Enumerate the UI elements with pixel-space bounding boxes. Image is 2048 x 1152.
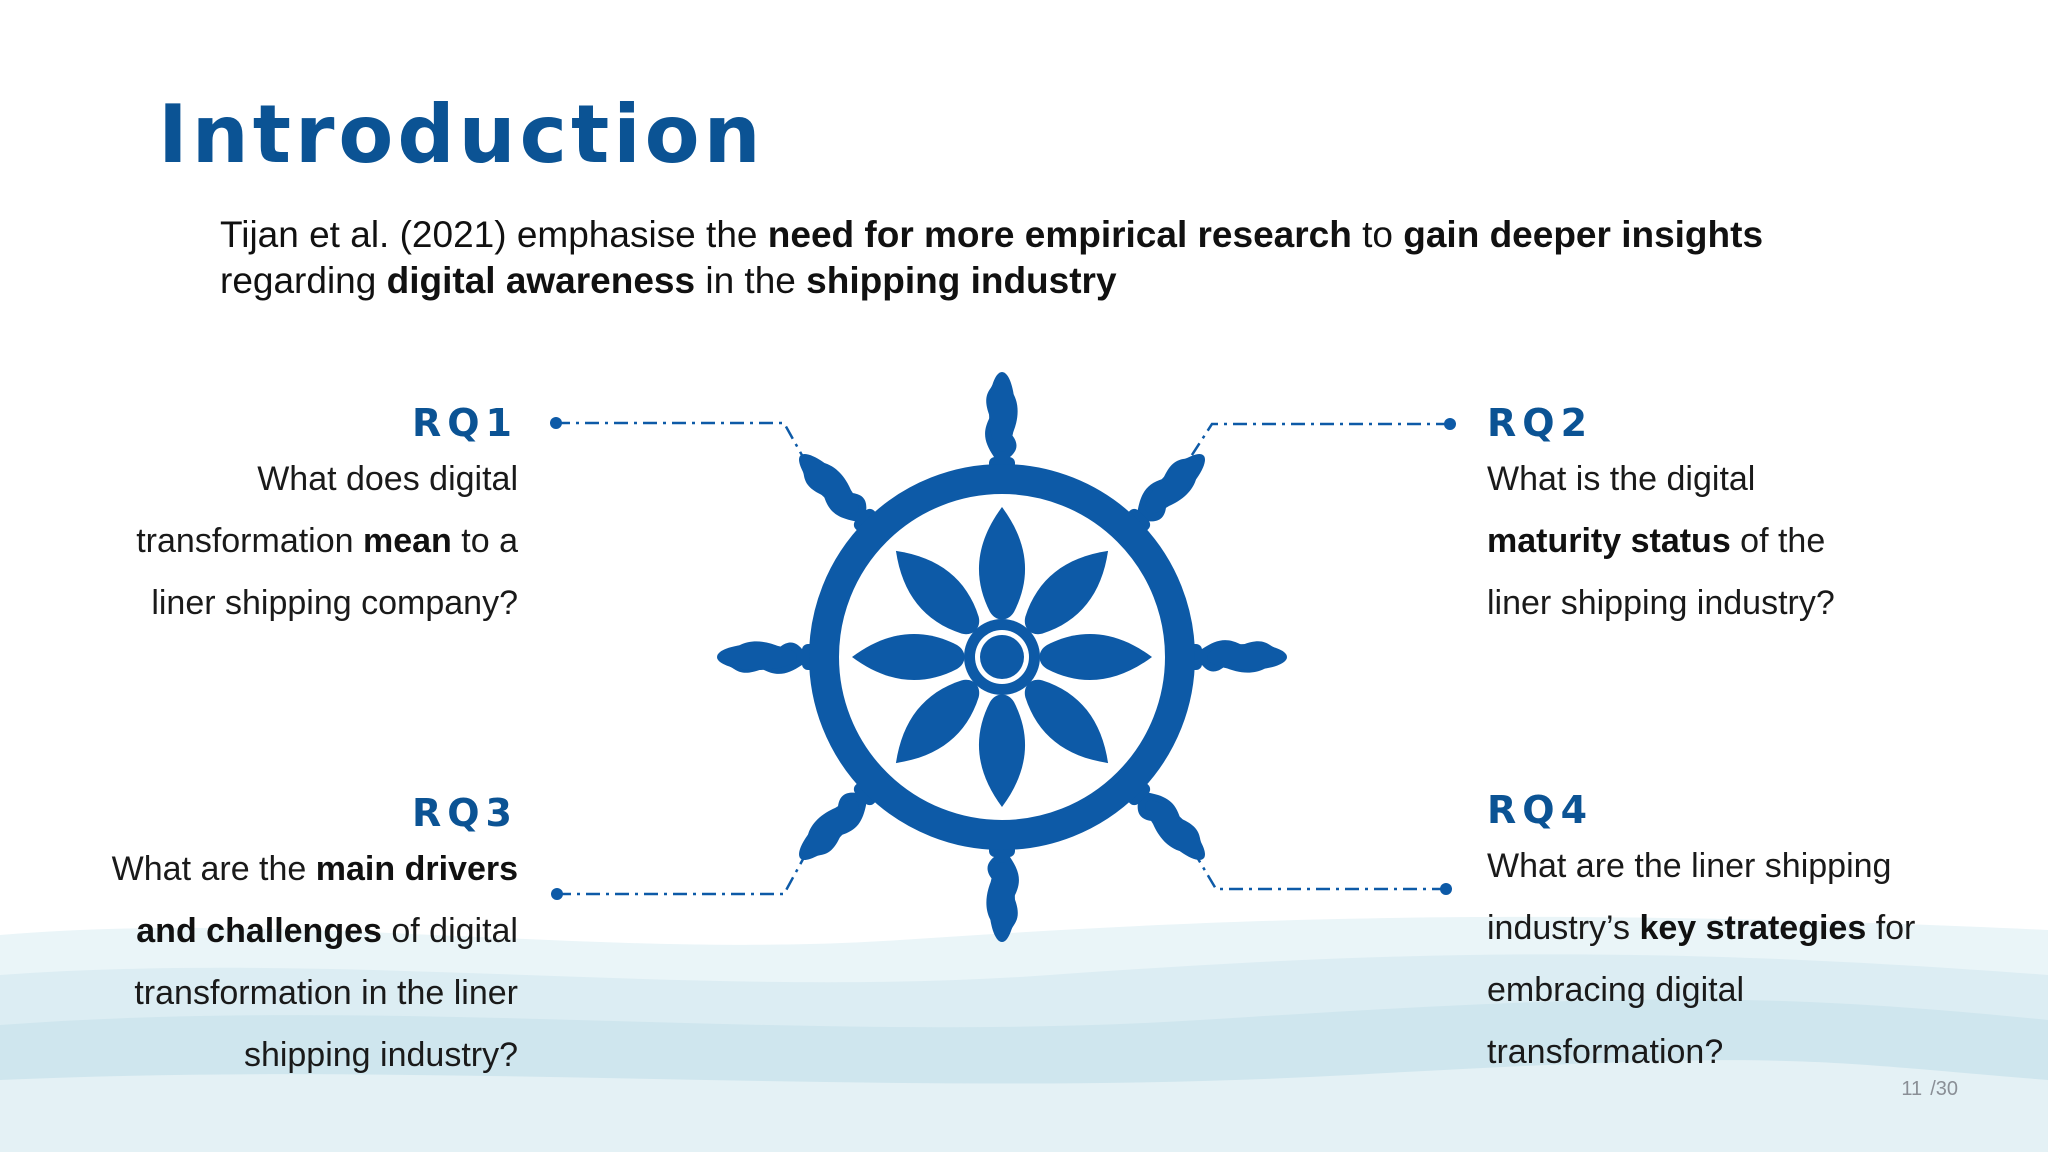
rq2-line: liner shipping industry? — [1487, 584, 1835, 622]
rq4-line: industry’s — [1487, 909, 1640, 947]
intro-text: regarding — [220, 260, 387, 301]
intro-bold: need for more empirical research — [767, 214, 1352, 255]
slide-title: Introduction — [158, 88, 765, 181]
connector-rq2 — [1188, 422, 1450, 459]
rq4-label: RQ4 — [1487, 788, 1594, 832]
rq2-label: RQ2 — [1487, 401, 1594, 445]
rq4-line: for — [1866, 909, 1916, 947]
research-question-1: RQ1 What does digital transformation mea… — [0, 398, 518, 634]
rq1-line: transformation — [136, 522, 363, 560]
rq4-line: embracing digital — [1487, 971, 1745, 1009]
intro-text: in the — [695, 260, 807, 301]
intro-bold: digital awareness — [386, 260, 696, 301]
research-question-2: RQ2 What is the digital maturity status … — [1487, 398, 2007, 634]
rq2-bold: maturity status — [1487, 522, 1731, 560]
rq1-bold: mean — [363, 522, 452, 560]
rq3-line: shipping industry? — [243, 1036, 518, 1074]
page-current: 11 — [1901, 1078, 1923, 1100]
rq3-bold: and challenges — [136, 912, 382, 950]
connector-dot-rq3 — [551, 888, 563, 900]
connector-dot-rq2 — [1444, 418, 1456, 430]
rq3-text: What are the main drivers and challenges… — [0, 838, 518, 1086]
intro-bold: gain deeper insights — [1403, 214, 1764, 255]
rq3-line: transformation in the liner — [134, 974, 518, 1012]
rq2-text: What is the digital maturity status of t… — [1487, 448, 2007, 634]
rq4-line: transformation? — [1487, 1033, 1724, 1071]
rq2-line: of the — [1730, 522, 1826, 560]
intro-text: to — [1351, 214, 1404, 255]
wheel-spoke — [978, 507, 1026, 620]
page-number: 11/30 — [1893, 1078, 1958, 1101]
rq1-line: to a — [451, 522, 518, 560]
intro-bold: shipping industry — [806, 260, 1117, 301]
connector-dot-rq1 — [550, 417, 562, 429]
rq2-line: What is the digital — [1487, 460, 1756, 498]
wheel-rim — [809, 464, 1195, 850]
page-total: /30 — [1930, 1078, 1958, 1100]
connector-rq4 — [1192, 851, 1446, 891]
rq3-line: What are the — [111, 850, 316, 888]
research-question-3: RQ3 What are the main drivers and challe… — [0, 788, 518, 1086]
rq3-label: RQ3 — [411, 791, 518, 835]
connector-dot-rq4 — [1440, 883, 1452, 895]
rq3-bold: main drivers — [315, 850, 518, 888]
intro-paragraph: Tijan et al. (2021) emphasise the need f… — [220, 212, 1920, 304]
connector-rq1 — [556, 421, 810, 467]
rq3-line: of digital — [381, 912, 518, 950]
rq4-line: What are the liner shipping — [1487, 847, 1892, 885]
rq4-text: What are the liner shipping industry’s k… — [1487, 835, 2007, 1083]
connector-rq3 — [557, 849, 810, 896]
rq1-line: liner shipping company? — [151, 584, 518, 622]
research-question-4: RQ4 What are the liner shipping industry… — [1487, 785, 2007, 1083]
rq1-line: What does digital — [257, 460, 518, 498]
intro-text: Tijan et al. (2021) emphasise the — [220, 214, 768, 255]
rq1-text: What does digital transformation mean to… — [0, 448, 518, 634]
rq4-bold: key strategies — [1639, 909, 1867, 947]
rq1-label: RQ1 — [411, 401, 518, 445]
